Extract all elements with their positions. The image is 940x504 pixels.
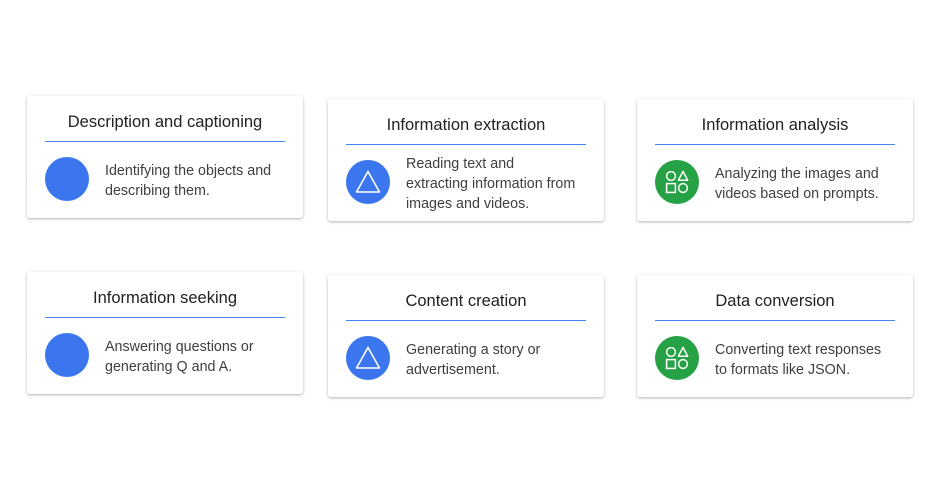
card-description: Analyzing the images and videos based on… xyxy=(715,166,879,202)
blue-circle-icon xyxy=(45,333,89,377)
card-title: Information extraction xyxy=(386,116,546,134)
card-description: Reading text and extracting information … xyxy=(406,156,576,212)
card-title: Data conversion xyxy=(715,292,835,310)
title-divider xyxy=(45,317,285,318)
triangle-icon xyxy=(346,160,390,204)
card-description: Converting text responses to formats lik… xyxy=(715,342,882,378)
card-title: Information seeking xyxy=(93,289,237,307)
card-description-and-captioning: Description and captioning Identifying t… xyxy=(27,96,303,218)
card-information-analysis: Information analysis Analyzing the image… xyxy=(637,99,913,221)
title-divider xyxy=(655,320,895,321)
card-description: Generating a story or advertisement. xyxy=(406,342,541,378)
title-divider xyxy=(346,144,586,145)
card-title: Content creation xyxy=(405,292,527,310)
card-information-extraction: Information extraction Reading text and … xyxy=(328,99,604,221)
card-data-conversion: Data conversion Converting text response… xyxy=(637,275,913,397)
card-content-creation: Content creation Generating a story or a… xyxy=(328,275,604,397)
shapes-icon xyxy=(655,160,699,204)
card-title: Description and captioning xyxy=(67,113,263,131)
shapes-icon xyxy=(655,336,699,380)
card-description: Identifying the objects and describing t… xyxy=(105,163,272,199)
title-divider xyxy=(655,144,895,145)
title-divider xyxy=(346,320,586,321)
blue-circle-icon xyxy=(45,157,89,201)
card-title: Information analysis xyxy=(701,116,849,134)
title-divider xyxy=(45,141,285,142)
card-description: Answering questions or generating Q and … xyxy=(105,339,254,375)
card-information-seeking: Information seeking Answering questions … xyxy=(27,272,303,394)
triangle-icon xyxy=(346,336,390,380)
